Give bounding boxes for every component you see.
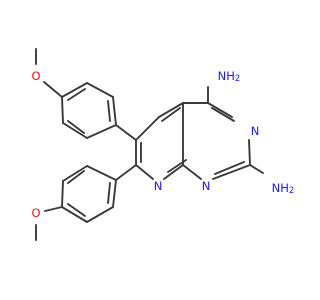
bond-c4-n3: [207, 102, 233, 118]
ring-bottom-inner-2: [67, 203, 86, 217]
ring-top-bond-b: [62, 122, 88, 139]
bond-c5-c4a-double: [161, 107, 181, 122]
bond-c4-n3-double: [211, 107, 235, 122]
bond-c2-nh2: [249, 164, 264, 174]
bond-bottom-c-o: [44, 206, 63, 212]
bond-c2-n1-double: [214, 161, 245, 175]
ring-bottom-inner-1: [67, 170, 85, 184]
bond-n3-c2: [248, 139, 251, 166]
bond-c6-c5: [135, 116, 160, 141]
bond-c8a-n8-double: [167, 159, 187, 173]
ring-top-inner-1: [67, 120, 85, 134]
ring-bottom-bond-f: [112, 179, 117, 208]
ring-top-inner-3: [107, 100, 111, 122]
ring-bottom-bond-d: [61, 206, 88, 223]
ring-n3-label: N: [251, 124, 260, 138]
bond-c8a-n8: [163, 164, 184, 180]
methoxy-top-oxygen-label: O: [31, 69, 40, 83]
ring-bottom-inner-3: [107, 182, 111, 204]
bond-lines: [35, 48, 264, 241]
molecule-diagram: NH2 N N NH2 N O O: [31, 48, 294, 241]
bond-c7-aryl: [115, 164, 137, 181]
methoxy-bottom-oxygen-label: O: [31, 206, 40, 220]
bond-c6-aryl: [115, 124, 137, 141]
ring-top-inner-2: [67, 88, 86, 101]
amine-4-label: NH2: [218, 69, 241, 84]
ring-top-bond-e: [86, 82, 114, 98]
atom-labels: NH2 N N NH2 N O O: [31, 69, 294, 220]
ring-bottom-bond-e: [86, 206, 114, 223]
ring-bottom-bond-c: [61, 180, 64, 208]
bond-top-c-o: [43, 81, 63, 98]
bond-n8-c7: [135, 164, 154, 180]
amine-2-label: NH2: [272, 181, 295, 196]
bond-c5-c4a: [158, 102, 184, 118]
ring-bottom-bond-a: [86, 165, 117, 181]
ring-top-bond-c: [61, 96, 64, 124]
ring-n8-label: N: [154, 179, 163, 193]
ring-n1-label: N: [202, 179, 211, 193]
bond-n1-c8a: [182, 164, 202, 180]
ring-top-bond-a: [86, 124, 117, 139]
ring-top-bond-f: [112, 96, 117, 126]
bond-c2-n1: [212, 164, 251, 180]
ring-bottom-bond-b: [62, 165, 88, 182]
ring-top-bond-d: [61, 82, 88, 98]
